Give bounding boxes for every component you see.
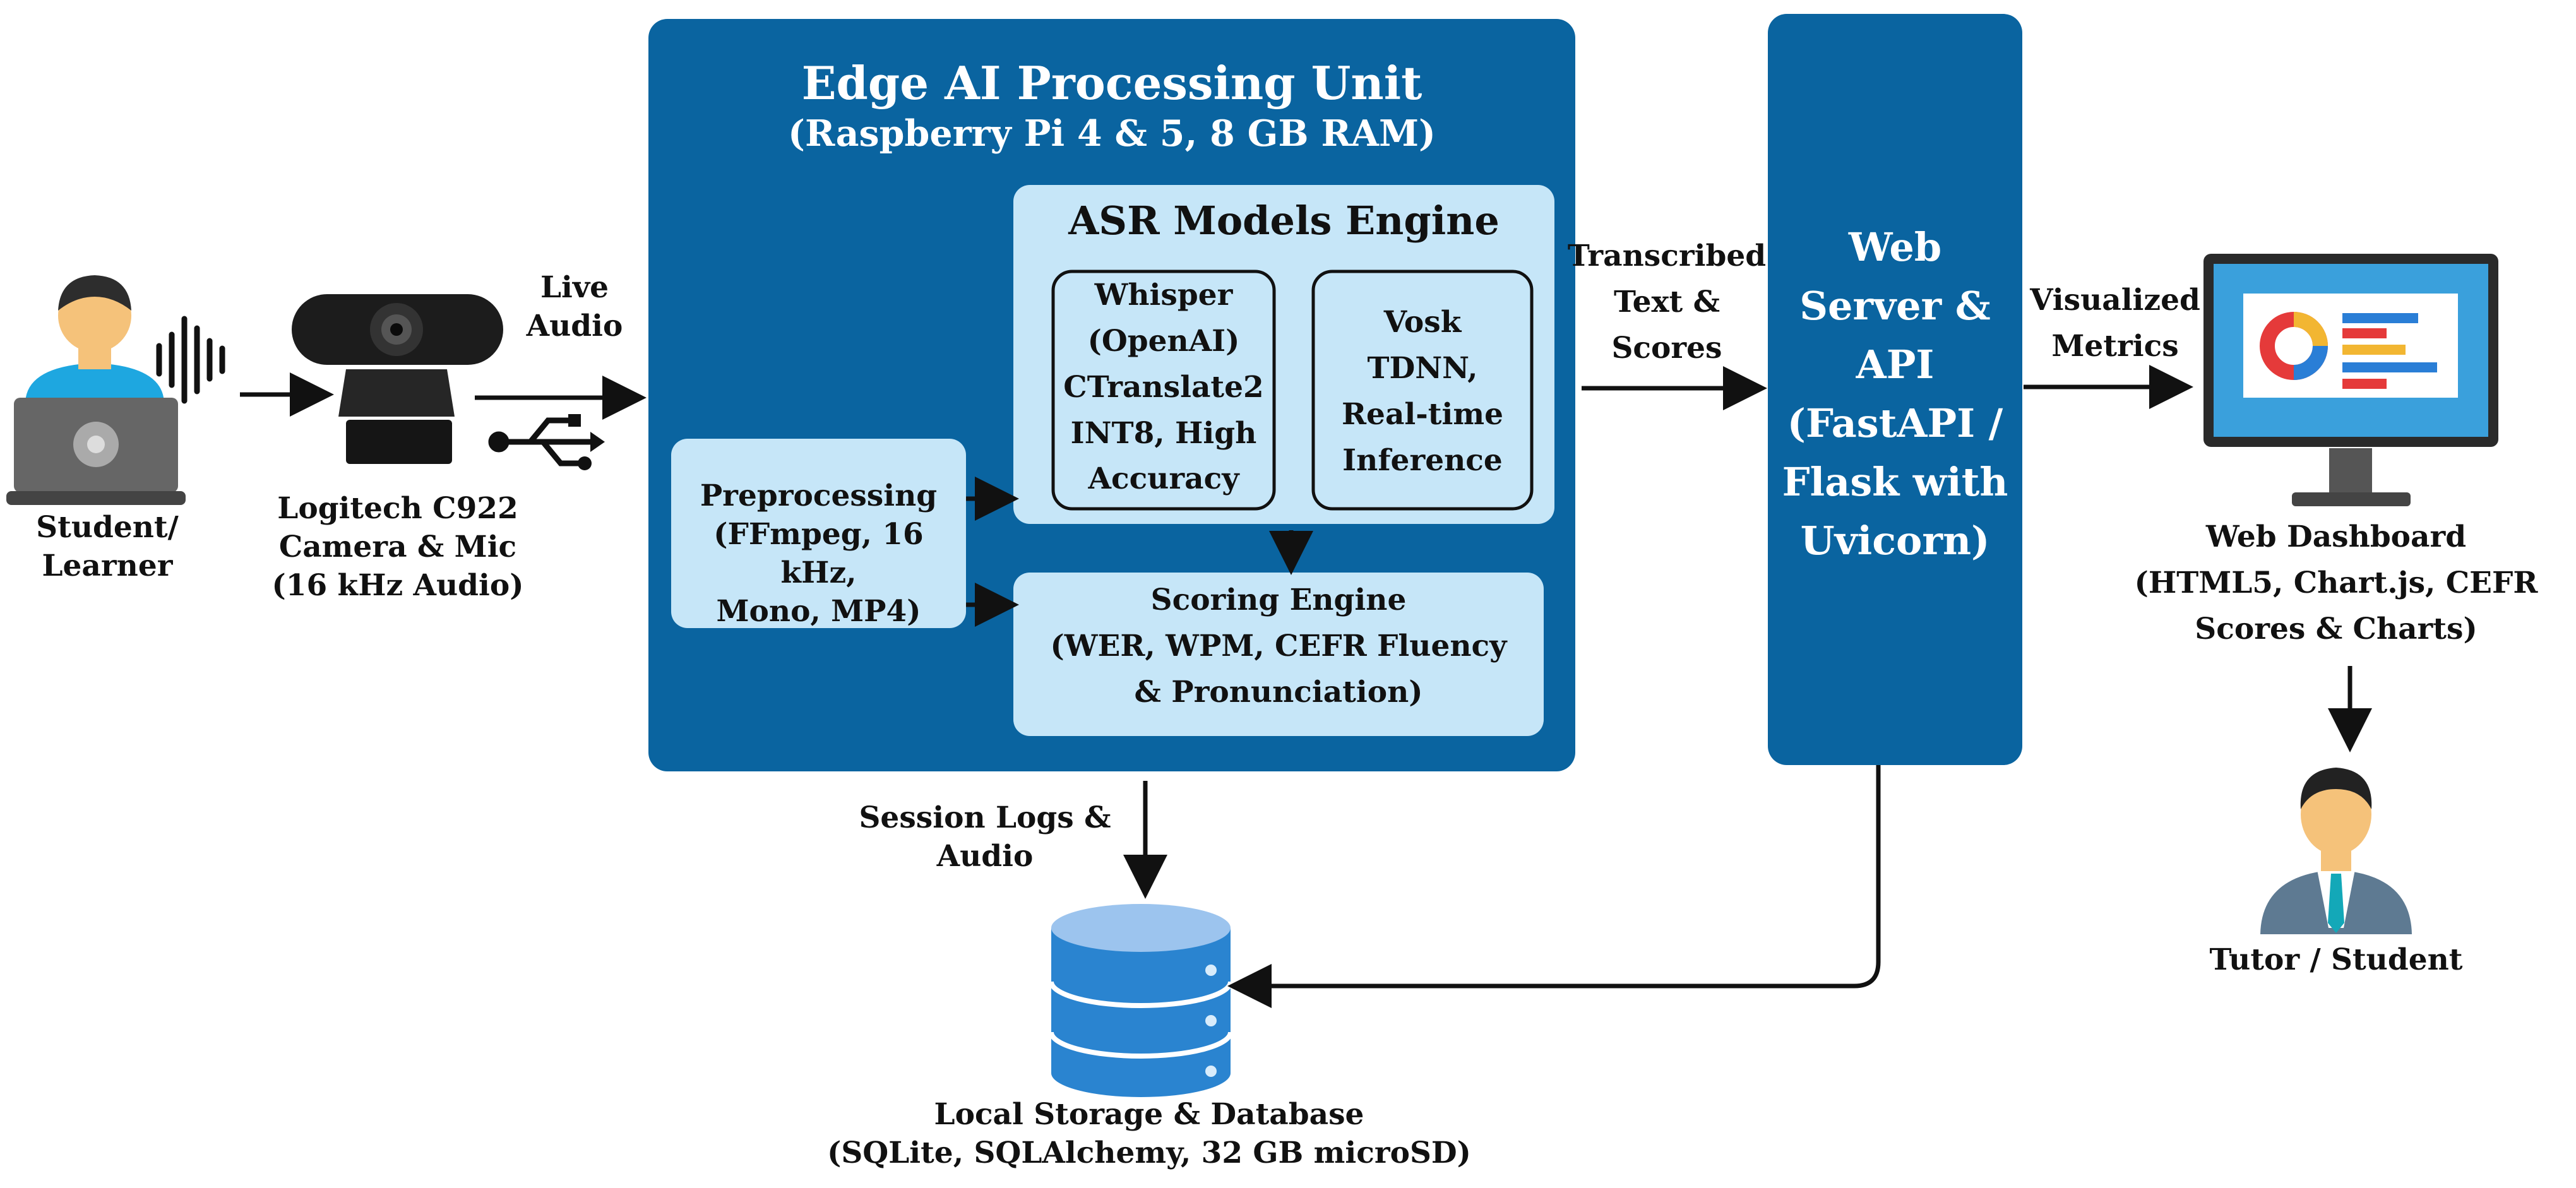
web-server-panel	[1768, 14, 2022, 765]
dashboard-label: Web Dashboard (HTML5, Chart.js, CEFR Sco…	[2134, 520, 2538, 646]
arrow-server-to-storage	[1227, 765, 1881, 1008]
session-logs-label: Session Logs & Audio	[859, 800, 1111, 874]
scoring-engine-label: Scoring Engine (WER, WPM, CEFR Fluency &…	[1050, 583, 1507, 710]
edge-unit-subtitle: (Raspberry Pi 4 & 5, 8 GB RAM)	[787, 112, 1436, 155]
camera-label: Logitech C922 Camera & Mic (16 kHz Audio…	[271, 491, 524, 603]
sound-wave-icon	[156, 316, 225, 404]
bar-lines-icon	[2342, 313, 2437, 389]
tutor-icon	[2260, 768, 2412, 934]
webcam-icon	[292, 294, 503, 464]
edge-unit-title: Edge AI Processing Unit	[801, 56, 1422, 110]
transcribed-label: Transcribed Text & Scores	[1567, 239, 1767, 365]
asr-engine-title: ASR Models Engine	[1068, 198, 1500, 244]
student-label: Student/ Learner	[36, 510, 179, 584]
preprocessing-label: Preprocessing (FFmpeg, 16 kHz, Mono, MP4…	[700, 478, 938, 629]
database-icon	[1049, 904, 1233, 1097]
preprocessing-box	[671, 439, 966, 628]
storage-label: Local Storage & Database (SQLite, SQLAlc…	[827, 1097, 1471, 1171]
scoring-engine-box	[1013, 573, 1544, 736]
connector-arrows	[240, 365, 2372, 1008]
live-audio-label: Live Audio	[526, 270, 623, 344]
vosk-box	[1311, 270, 1534, 511]
web-server-label: Web Server & API (FastAPI / Flask with U…	[1782, 224, 2008, 564]
student-icon	[6, 275, 186, 505]
whisper-label: Whisper (OpenAI) CTranslate2 INT8, High …	[1063, 278, 1264, 497]
asr-engine-box	[1013, 185, 1554, 524]
donut-chart-icon	[2260, 312, 2328, 380]
visualized-label: Visualized Metrics	[2030, 283, 2200, 364]
vosk-label: Vosk TDNN, Real-time Inference	[1342, 305, 1503, 478]
usb-icon	[488, 414, 605, 470]
tutor-label: Tutor / Student	[2209, 942, 2463, 977]
whisper-box	[1051, 270, 1276, 511]
